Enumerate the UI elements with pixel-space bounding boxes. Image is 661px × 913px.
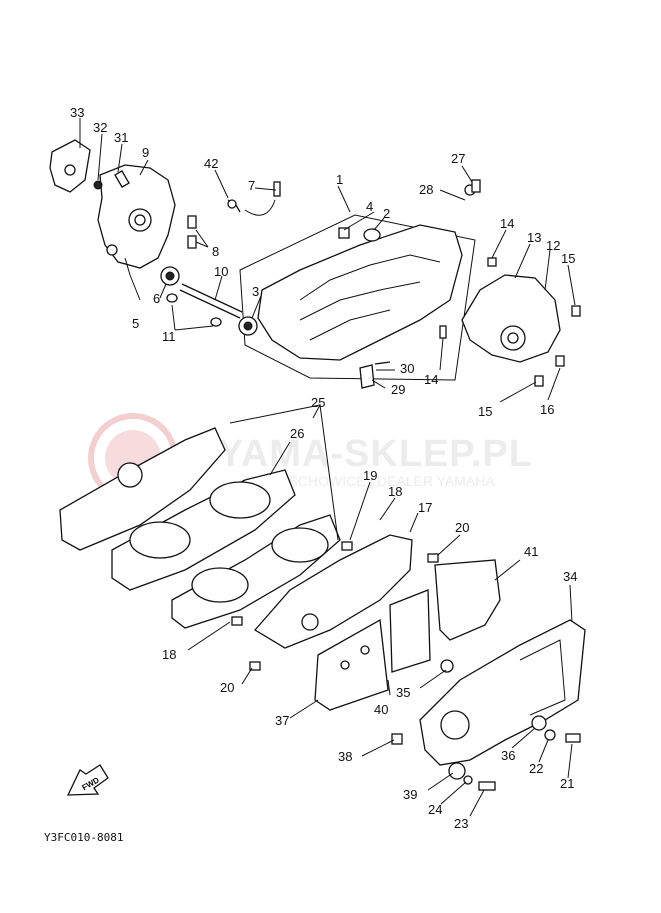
figure-code: Y3FC010-8081 <box>44 831 123 844</box>
callout: 15 <box>478 404 492 419</box>
callout: 6 <box>153 291 160 306</box>
callout: 39 <box>403 787 417 802</box>
callout: 23 <box>454 816 468 831</box>
callout: 31 <box>114 130 128 145</box>
callout: 18 <box>388 484 402 499</box>
callout: 26 <box>290 426 304 441</box>
gaskets <box>59 427 341 629</box>
callout: 25 <box>311 395 325 410</box>
right-cover-assembly <box>439 257 581 387</box>
callout: 28 <box>419 182 433 197</box>
callout: 5 <box>132 316 139 331</box>
watermark-brand: YAMA-SKLEP.PL <box>218 433 533 475</box>
callout: 29 <box>391 382 405 397</box>
callout: 2 <box>383 206 390 221</box>
callout: 20 <box>455 520 469 535</box>
callout: 32 <box>93 120 107 135</box>
callout: 9 <box>142 145 149 160</box>
callouts: 1 2 3 4 5 6 7 8 9 10 11 12 13 14 14 15 1… <box>70 105 577 831</box>
outer-cover-assembly <box>419 619 586 791</box>
crankcase-assembly <box>238 179 481 389</box>
callout: 27 <box>451 151 465 166</box>
callout: 30 <box>400 361 414 376</box>
callout: 22 <box>529 761 543 776</box>
callout: 10 <box>214 264 228 279</box>
callout: 37 <box>275 713 289 728</box>
middle-cover-assembly <box>231 534 501 745</box>
callout: 33 <box>70 105 84 120</box>
callout: 24 <box>428 802 442 817</box>
callout: 11 <box>162 329 176 344</box>
callout: 7 <box>248 178 255 193</box>
callout: 38 <box>338 749 352 764</box>
callout: 1 <box>336 172 343 187</box>
leader-lines <box>79 118 576 817</box>
callout: 3 <box>252 284 259 299</box>
callout: 4 <box>366 199 373 214</box>
callout: 19 <box>363 468 377 483</box>
callout: 14 <box>424 372 438 387</box>
callout: 17 <box>418 500 432 515</box>
watermark-tagline: TWÓJ SCHOWICE | DEALER YAMAHA <box>245 473 495 489</box>
callout: 15 <box>561 251 575 266</box>
callout: 42 <box>204 156 218 171</box>
callout: 14 <box>500 216 514 231</box>
callout: 13 <box>527 230 541 245</box>
callout: 41 <box>524 544 538 559</box>
callout: 16 <box>540 402 554 417</box>
callout: 21 <box>560 776 574 791</box>
callout: 18 <box>162 647 176 662</box>
callout: 34 <box>563 569 577 584</box>
callout: 8 <box>212 244 219 259</box>
callout: 36 <box>501 748 515 763</box>
watermark: YAMA-SKLEP.PL TWÓJ SCHOWICE | DEALER YAM… <box>88 413 533 503</box>
callout: 12 <box>546 238 560 253</box>
left-bracket-assembly <box>49 139 281 327</box>
callout: 35 <box>396 685 410 700</box>
fwd-arrow-icon: FWD <box>66 764 109 796</box>
callout: 20 <box>220 680 234 695</box>
callout: 40 <box>374 702 388 717</box>
